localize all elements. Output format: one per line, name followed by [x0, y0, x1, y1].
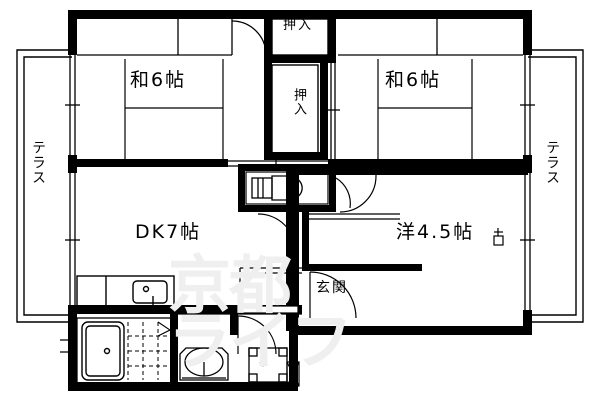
- window-left-upper: [65, 55, 80, 155]
- bathroom-walls: [68, 312, 178, 390]
- room-label-japanese-room-right: 和6帖: [385, 69, 442, 91]
- laundry-door-band: [239, 305, 299, 314]
- terrace-left-outline: [16, 49, 72, 323]
- bathroom-outline: [76, 317, 174, 385]
- door-swing-top-left: [231, 19, 267, 56]
- room-label-dining-kitchen: DK7帖: [135, 221, 202, 243]
- upper-storage-band: [77, 19, 523, 56]
- center-core-walls: [264, 63, 328, 160]
- tatami-left: [124, 59, 224, 159]
- meter-box-icon: [286, 361, 300, 387]
- room-label-terrace-left: テラス: [30, 140, 46, 185]
- western-room-door-swing: [339, 167, 377, 213]
- kitchen-counter: [76, 275, 175, 307]
- bathtub-icon: [81, 321, 125, 381]
- western-room-walls: [290, 167, 528, 331]
- hall-walls: [68, 167, 422, 335]
- tatami-right: [377, 59, 473, 159]
- window-right-upper: [520, 55, 535, 155]
- closet-center-box: [271, 64, 319, 154]
- kitchen-sink-icon: [132, 280, 168, 307]
- mid-horizontal-walls: [68, 159, 523, 167]
- exterior-walls: [68, 10, 532, 391]
- room-label-closet-center: 押入: [291, 88, 306, 116]
- shower-drain-icon: [157, 321, 172, 337]
- toilet-door-swing: [335, 177, 351, 209]
- room-label-entrance: 玄関: [316, 280, 348, 296]
- room-label-terrace-right: テラス: [544, 140, 560, 185]
- dk-door-swing: [257, 213, 297, 253]
- closet-top-walls: [264, 19, 336, 63]
- window-left-lower: [65, 173, 80, 310]
- vanity-basin-icon: [179, 347, 229, 381]
- bathroom-window: [60, 339, 77, 353]
- closet-center-track: [327, 63, 340, 160]
- entrance-door-swing: [309, 271, 357, 319]
- room-label-closet-top: 押入: [283, 18, 314, 33]
- outlet-icon: [493, 228, 504, 246]
- shower-floor-icon: [127, 322, 170, 380]
- terrace-right-outline: [528, 49, 584, 323]
- washing-machine-icon: [248, 347, 288, 383]
- room-label-western-room: 洋4.5帖: [396, 221, 475, 243]
- window-right-lower: [520, 173, 535, 310]
- room-label-japanese-room-left: 和6帖: [130, 69, 187, 91]
